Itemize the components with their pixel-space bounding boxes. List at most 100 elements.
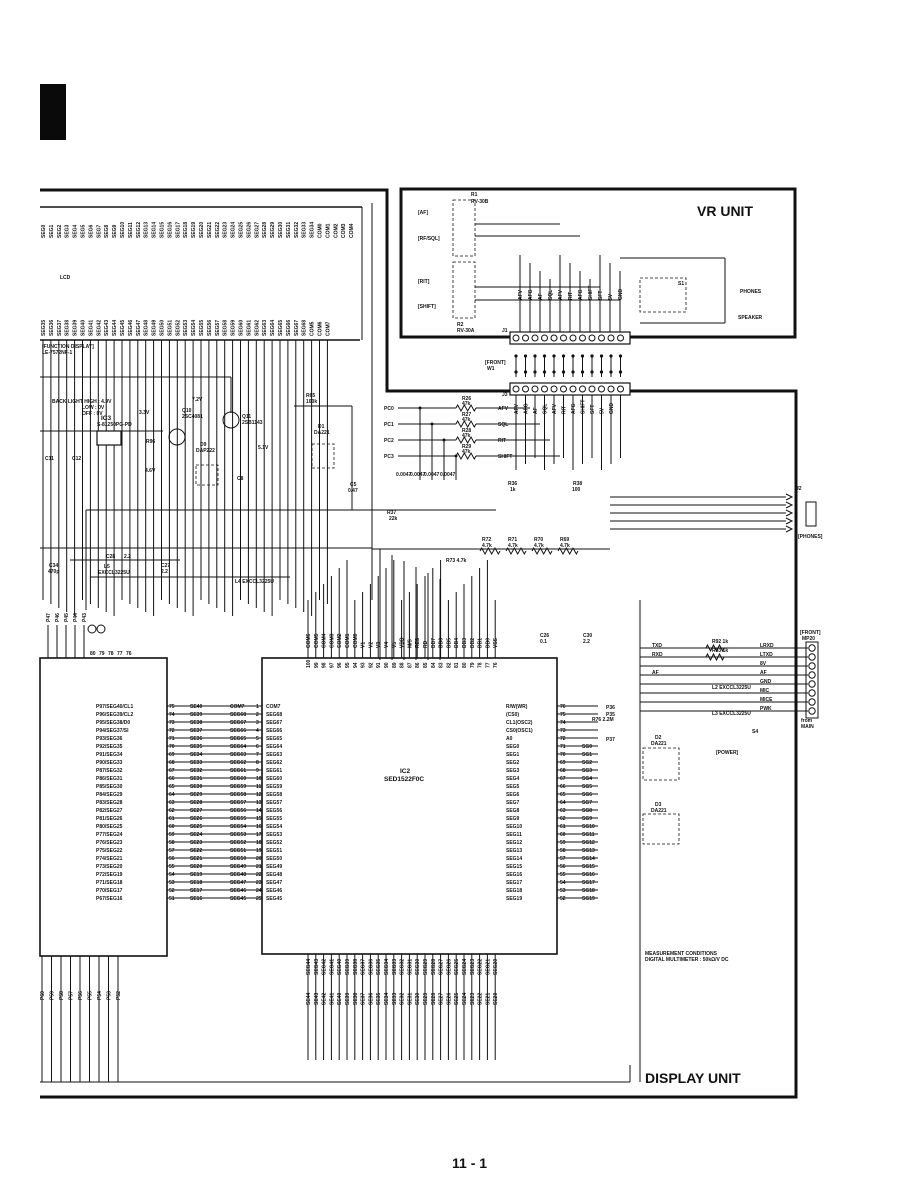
lcd-seg-label: SEG20 xyxy=(199,222,205,238)
lcd-seg-label: SEG3 xyxy=(65,224,71,238)
mcu-pin-num: 60 xyxy=(169,824,175,830)
pc-res-val: 47k xyxy=(462,401,471,407)
lcd-seg-label: SEG14 xyxy=(152,222,158,238)
ic2-right-num: 59 xyxy=(560,840,566,846)
lcd-seg-label: COM5 xyxy=(310,321,316,336)
ic2-seg-out: SG14 xyxy=(582,856,595,862)
ic2-top-pin: COM5 xyxy=(314,633,320,648)
mcu-pin-num: 70 xyxy=(169,744,175,750)
mcu-top-num: 77 xyxy=(117,651,123,657)
mcu-bot-pin: P56 xyxy=(78,991,84,1000)
lcd-seg-label: SEG62 xyxy=(254,320,260,336)
r96-label: R96 xyxy=(146,439,155,445)
mcu-body xyxy=(39,657,168,957)
j1-pin xyxy=(607,334,615,342)
w1-dot xyxy=(599,354,604,358)
ic2-left-name: SEG46 xyxy=(230,888,246,894)
lcd-seg-label: COM4 xyxy=(349,223,355,238)
j3-pin-label: SFT xyxy=(590,405,596,414)
ic2-bot-out: SE22 xyxy=(478,993,484,1005)
ic2-left-num: 20 xyxy=(256,856,262,862)
mcu-seg-label: SE22 xyxy=(190,848,202,854)
w1-dot xyxy=(542,370,547,374)
ic2-left-name: SEG66 xyxy=(230,728,246,734)
ic2-top-num: 85 xyxy=(423,662,429,668)
ic2-top-pin: DB6 xyxy=(439,638,445,648)
mp20-signal: MICE xyxy=(760,697,773,703)
ic2-right-num: 55 xyxy=(560,872,566,878)
ic2-left-name: SEG54 xyxy=(230,824,246,830)
mcu-pin-num: 61 xyxy=(169,816,175,822)
w1-dot xyxy=(533,354,537,358)
ic2-seg-out: SG3 xyxy=(582,768,592,774)
pc-signal: AFV xyxy=(498,406,509,412)
mp20-pin xyxy=(808,707,816,715)
mcu-seg-label: SE19 xyxy=(190,872,202,878)
mp20-pin xyxy=(808,662,816,670)
w1-dot xyxy=(561,370,566,374)
ic2-left-name: SEG56 xyxy=(230,808,246,814)
vr-pin-label: AF xyxy=(538,293,544,300)
lcd-seg-label: SEG49 xyxy=(152,320,158,336)
backlight-off: OFF : 0V xyxy=(82,411,103,417)
w1-dot xyxy=(523,354,528,358)
phones-label: PHONES xyxy=(740,289,762,295)
ladder-ref: R72 xyxy=(482,537,491,543)
ic2-right-num: 71 xyxy=(560,744,566,750)
mp20-source: AF xyxy=(652,670,659,676)
lcd-seg-label: SEG43 xyxy=(104,320,110,336)
ic2-top-num: 93 xyxy=(361,662,367,668)
pc-signal: RIT xyxy=(498,438,506,444)
ic2-right-name: SEG5 xyxy=(506,784,520,790)
ic2-right-num: 65 xyxy=(560,792,566,798)
q10-label: Q10 xyxy=(182,408,192,414)
lcd-seg-label: SEG22 xyxy=(215,222,221,238)
mp20-res: R93 1k xyxy=(712,648,728,654)
ic2-right-num: 64 xyxy=(560,800,566,806)
mcu-seg-label: SE36 xyxy=(190,736,202,742)
q11-transistor xyxy=(222,411,240,429)
ic2-seg-out: SG13 xyxy=(582,848,595,854)
lcd-seg-label: SEG9 xyxy=(112,224,118,238)
lcd-seg-label: SEG7 xyxy=(96,224,102,238)
ic2-right-num: 62 xyxy=(560,816,566,822)
mcu-seg-label: SE29 xyxy=(190,792,202,798)
backlight-section: BACK LIGHT HIGH : 4.9V LOW : 0V OFF : 0V… xyxy=(40,376,358,510)
pc-resistor xyxy=(455,419,477,429)
ic2-left-num: 15 xyxy=(256,816,262,822)
mcu-pin-num: 74 xyxy=(169,712,175,718)
ic2-right-num: 58 xyxy=(560,848,566,854)
ic2-left-inner: SEG68 xyxy=(266,712,282,718)
r1-label: R1 xyxy=(471,192,478,198)
ic2-right-name: SEG15 xyxy=(506,864,522,870)
j3-pin-label: AFG xyxy=(571,403,577,414)
ic2-top-num: 90 xyxy=(384,662,390,668)
j3-pin xyxy=(598,385,605,393)
j1-pin xyxy=(588,334,596,342)
ic2-left-num: 12 xyxy=(256,792,262,798)
pc-resistor xyxy=(455,451,477,461)
ic2-top-pin: V5 xyxy=(392,642,398,648)
mcu-pin-num: 69 xyxy=(169,752,175,758)
lcd-seg-label: SEG47 xyxy=(136,320,142,336)
ic2-bot-out: SE44 xyxy=(306,993,312,1005)
ic2-top-pin: V1 xyxy=(361,642,367,648)
ladder-ref: R69 xyxy=(560,537,569,543)
measurement-conditions: MEASUREMENT CONDITIONS xyxy=(645,951,718,957)
ic2-bot-out: SE30 xyxy=(415,993,421,1005)
ic2-left-inner: SEG55 xyxy=(266,816,282,822)
mcu-seg-label: SE23 xyxy=(190,840,202,846)
mcu-pin-num: 51 xyxy=(169,896,175,902)
ic2-bot-pin: SEG33 xyxy=(392,959,398,975)
w1-dot xyxy=(599,370,604,374)
ic2-bot-pin: SEG23 xyxy=(470,959,476,975)
lcd-label: LCD xyxy=(60,275,71,281)
vr-pin-label: AFG xyxy=(578,289,584,300)
w1-dot xyxy=(618,354,623,358)
mp20-signal: LRXD xyxy=(760,643,774,649)
v72-label: 7.2V xyxy=(192,397,203,403)
ic2-left-name: SEG68 xyxy=(230,712,246,718)
r37-label: R37 xyxy=(387,510,396,516)
ic2-top-pin: V4 xyxy=(384,642,390,648)
pc-res-val: 47k xyxy=(462,433,471,439)
